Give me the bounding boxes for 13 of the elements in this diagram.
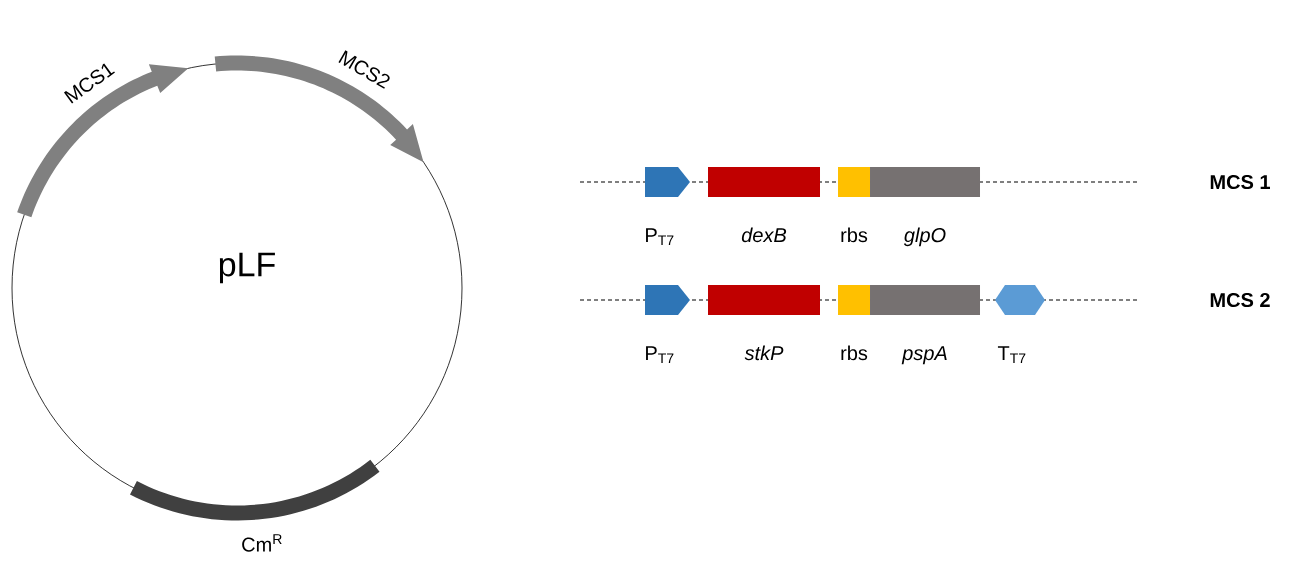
part-label: pspA xyxy=(901,346,947,365)
part-label: P$_{T7}$ xyxy=(646,228,674,246)
part-label: glpO xyxy=(903,227,946,247)
plasmid-name: pLF xyxy=(219,252,275,284)
construct-label: MCS 2 xyxy=(1210,292,1270,308)
part-label: dexB xyxy=(741,227,787,243)
part-label: rbs xyxy=(841,227,868,243)
part-label: T$_{T7}$ xyxy=(997,346,1026,364)
feature-label: Cm$^{R}$ xyxy=(242,534,282,552)
part-label: rbs xyxy=(841,345,868,361)
part-label: P$_{T7}$ xyxy=(646,346,674,364)
construct-label: MCS 1 xyxy=(1210,174,1270,190)
part-label: stkP xyxy=(744,345,784,361)
